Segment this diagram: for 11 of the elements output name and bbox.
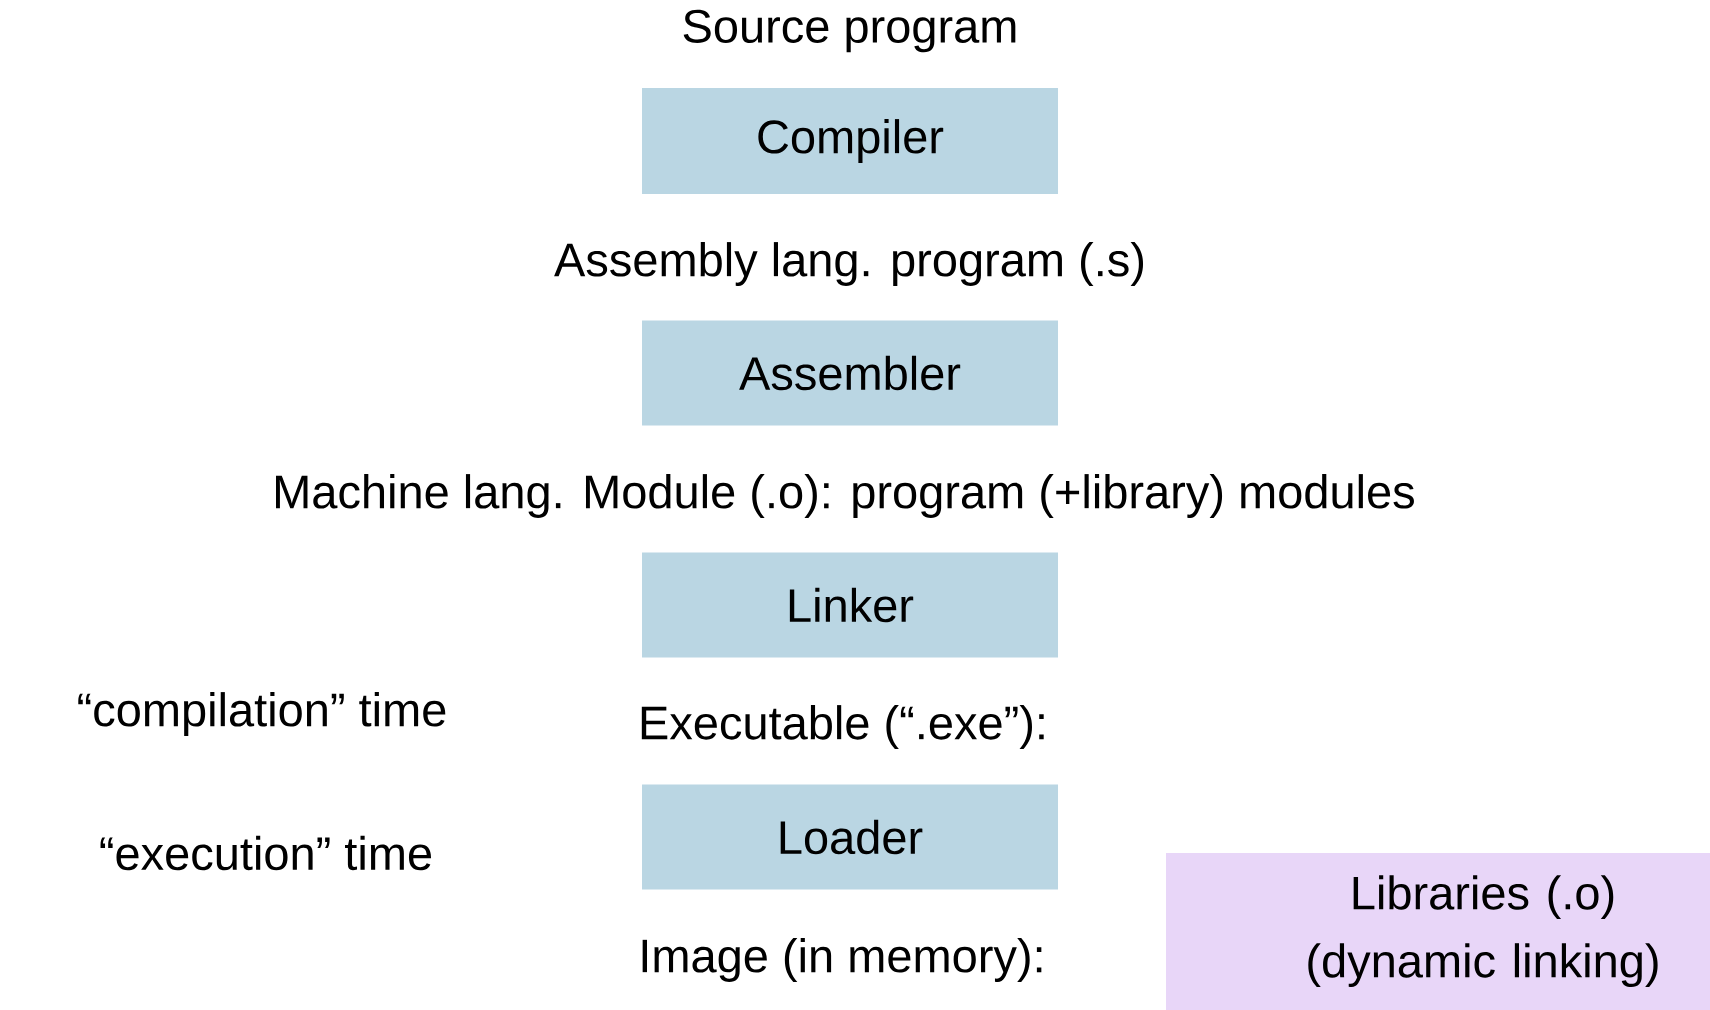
process-box: Loader [642, 784, 1058, 890]
label-text: Assembly lang. program (.s) [554, 242, 1144, 286]
process-box: Compiler [642, 88, 1058, 194]
label-text: “execution” time [100, 835, 431, 871]
process-box: Assembler [642, 320, 1058, 426]
process-box: Libraries (.o) (dynamic linking) [1166, 853, 1710, 1010]
label-text: Image (in memory): [642, 938, 1042, 982]
label-text: Executable (“.exe”): [641, 705, 1044, 749]
process-box: Linker [642, 552, 1058, 658]
label-text: “compilation” time [78, 692, 446, 736]
label-text: Machine lang. Module (.o): program (+library) modules [276, 474, 1414, 518]
